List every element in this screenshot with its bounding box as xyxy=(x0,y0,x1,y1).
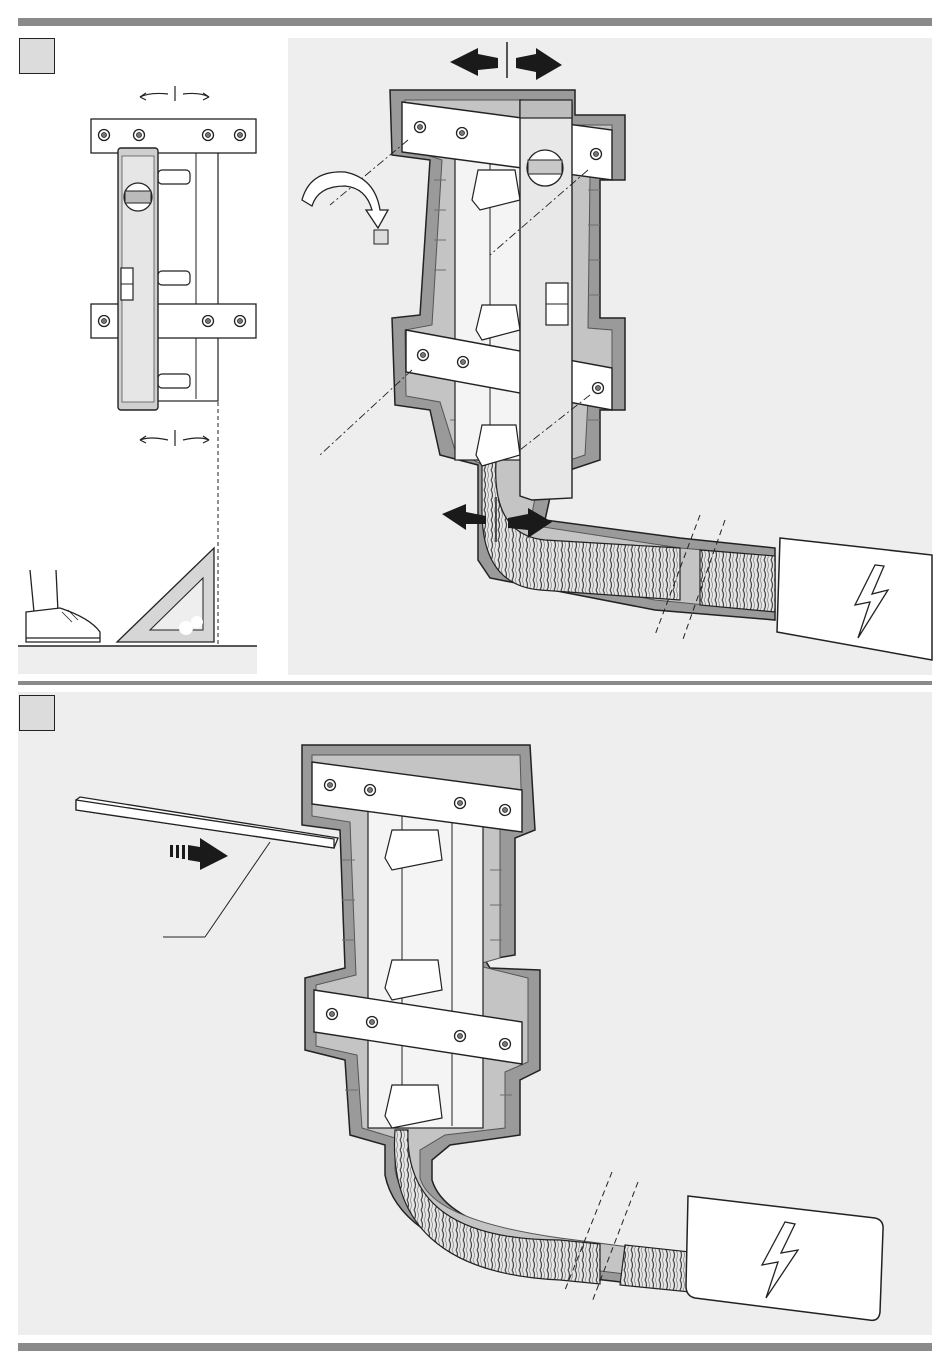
frame-leveling-in-wall xyxy=(302,42,932,660)
level-tool-icon xyxy=(520,100,572,500)
shoe-icon xyxy=(26,570,100,642)
rotate-arrow-icon xyxy=(302,172,388,244)
leveling-reference xyxy=(18,86,257,646)
set-square-icon xyxy=(117,548,214,642)
double-arrow-icon xyxy=(140,86,209,101)
push-arrow-icon xyxy=(170,838,228,870)
double-arrow-icon xyxy=(450,42,562,80)
level-tool-icon xyxy=(118,148,158,410)
frame-fixing-in-wall xyxy=(76,745,883,1320)
batten xyxy=(76,797,338,937)
